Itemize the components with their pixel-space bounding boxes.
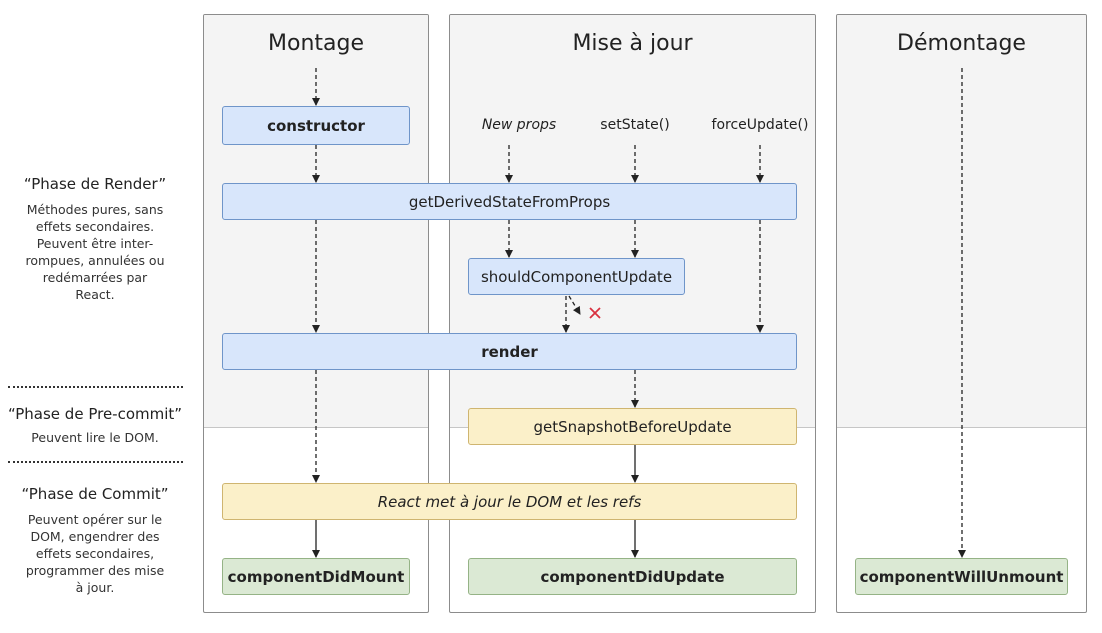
phase-precommit-label: “Phase de Pre-commit” Peuvent lire le DO…: [0, 405, 190, 446]
phase-commit-desc-line: à jour.: [75, 580, 115, 595]
phase-precommit-desc-line: Peuvent lire le DOM.: [31, 430, 159, 445]
phase-precommit-desc: Peuvent lire le DOM.: [0, 429, 190, 446]
phase-precommit-title: “Phase de Pre-commit”: [7, 405, 183, 423]
get-snapshot-box: getSnapshotBeforeUpdate: [468, 408, 797, 445]
phase-render-desc: Méthodes pures, sans effets secondaires.…: [0, 201, 190, 303]
phase-commit-desc-line: Peuvent opérer sur le: [27, 512, 163, 527]
phase-commit-desc: Peuvent opérer sur le DOM, engendrer des…: [0, 511, 190, 596]
component-will-unmount-box: componentWillUnmount: [855, 558, 1068, 595]
phase-commit-desc-line: programmer des mise: [25, 563, 165, 578]
phase-render-desc-line: rompues, annulées ou: [25, 253, 165, 268]
phase-render-desc-line: Peuvent être inter-: [36, 236, 154, 251]
phase-commit-title: “Phase de Commit”: [21, 485, 169, 503]
phase-commit-desc-line: effets secondaires,: [35, 546, 155, 561]
update-column-title: Mise à jour: [572, 31, 693, 56]
constructor-box: constructor: [222, 106, 410, 145]
phase-commit-desc-line: DOM, engendrer des: [30, 529, 160, 544]
render-box: render: [222, 333, 797, 370]
component-did-update-box: componentDidUpdate: [468, 558, 797, 595]
phase-render-desc-line: Méthodes pures, sans: [26, 202, 164, 217]
phase-render-desc-line: React.: [75, 287, 115, 302]
phase-divider: [8, 386, 183, 388]
phase-render-title: “Phase de Render”: [23, 175, 167, 193]
trigger-new-props: New props: [481, 117, 557, 133]
react-updates-dom-box: React met à jour le DOM et les refs: [222, 483, 797, 520]
phase-commit-label: “Phase de Commit” Peuvent opérer sur le …: [0, 485, 190, 596]
cancel-branch-arrow: [568, 295, 581, 315]
mount-column-title: Montage: [268, 31, 364, 56]
phase-render-label: “Phase de Render” Méthodes pures, sans e…: [0, 175, 190, 303]
trigger-set-state: setState(): [600, 117, 670, 133]
component-did-mount-box: componentDidMount: [222, 558, 410, 595]
get-derived-state-box: getDerivedStateFromProps: [222, 183, 797, 220]
phase-render-desc-line: redémarrées par: [42, 270, 148, 285]
phase-render-desc-line: effets secondaires.: [35, 219, 155, 234]
should-component-update-box: shouldComponentUpdate: [468, 258, 685, 295]
cross-icon: [589, 307, 601, 319]
unmount-column-title: Démontage: [897, 31, 1026, 56]
trigger-force-update: forceUpdate(): [711, 117, 809, 133]
phase-divider: [8, 461, 183, 463]
